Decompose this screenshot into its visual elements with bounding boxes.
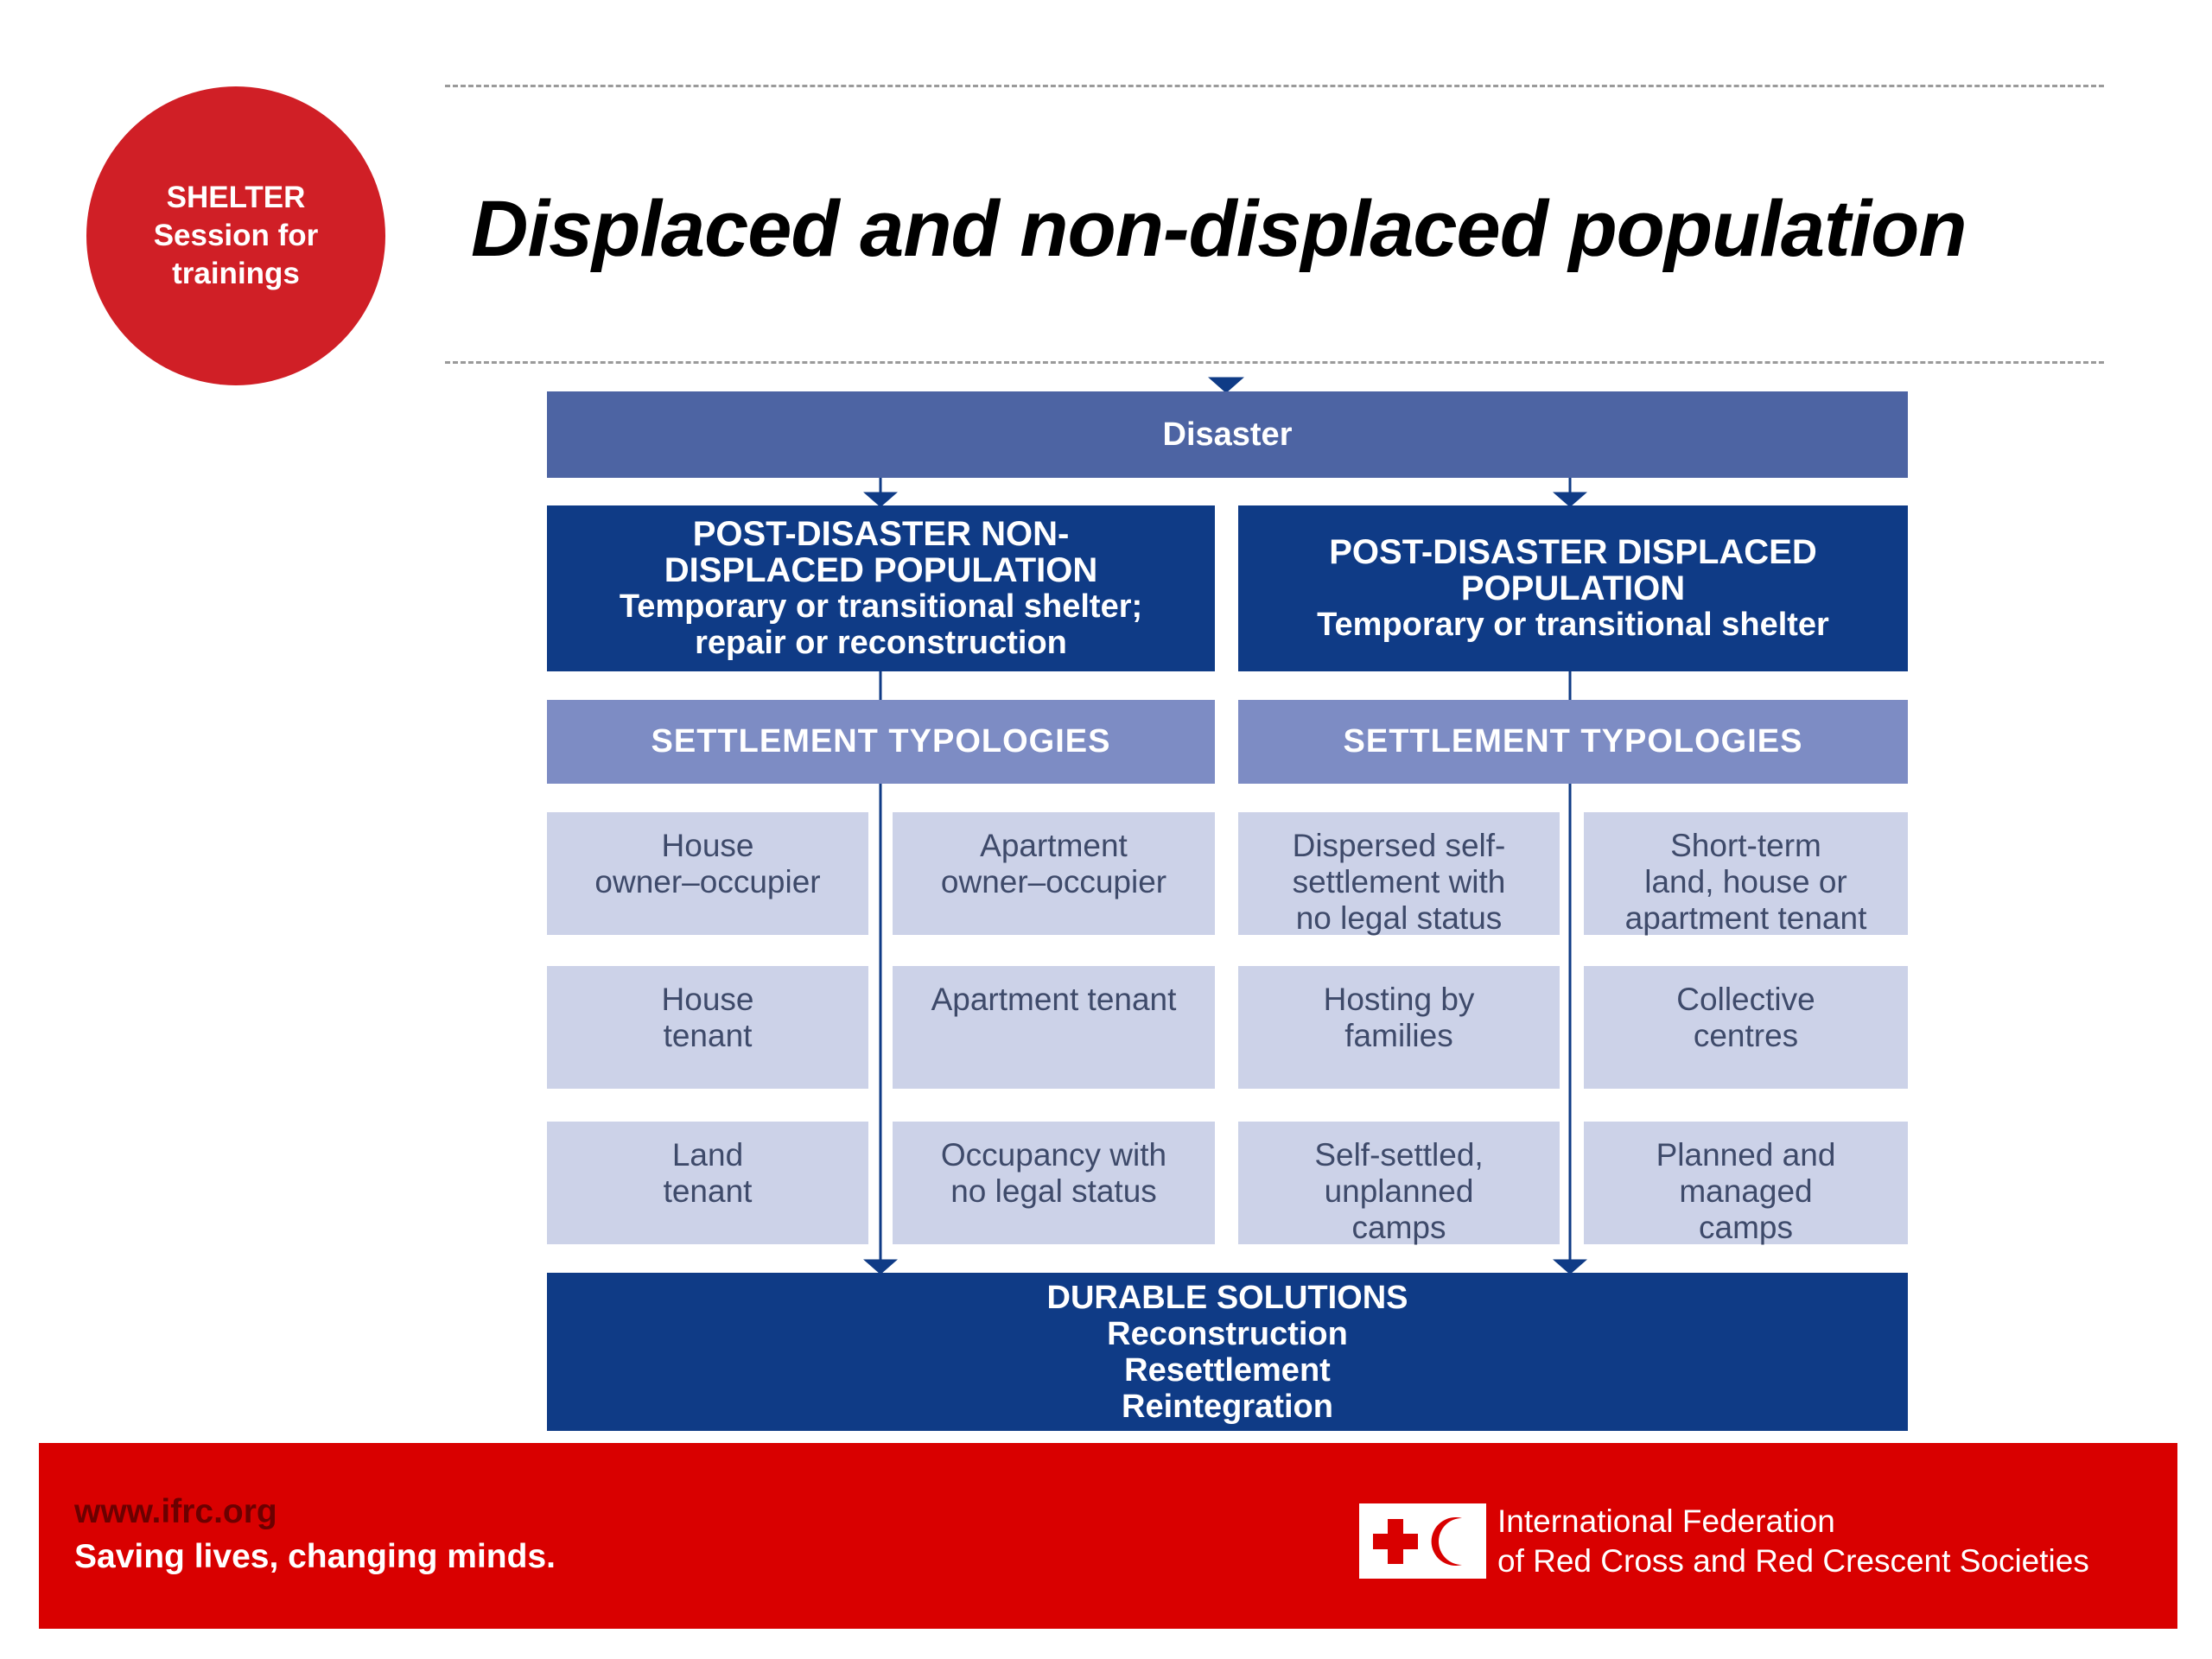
cell-line: Hosting by (1323, 982, 1475, 1017)
cell-line: tenant (663, 1018, 753, 1053)
badge-line-2: Session for (153, 219, 319, 252)
durable-heading: DURABLE SOLUTIONS (1046, 1279, 1408, 1316)
ifrc-logo (1359, 1503, 1486, 1579)
typology-cell: Dispersed self- settlement with no legal… (1238, 812, 1560, 936)
arrow-to-displaced (1553, 492, 1587, 507)
typology-cell: Self-settled, unplanned camps (1238, 1122, 1560, 1245)
cell-line: Land (671, 1137, 744, 1173)
arrow-left-to-durable (863, 1259, 898, 1274)
org-line-2: of Red Cross and Red Crescent Societies (1497, 1543, 2089, 1579)
settlement-typologies-right: SETTLEMENT TYPOLOGIES (1238, 700, 1908, 784)
cell-line: Dispersed self- (1292, 828, 1506, 863)
red-crescent-icon (1431, 1516, 1463, 1566)
displaced-heading-2: POPULATION (1460, 569, 1686, 607)
typology-cell: House tenant (547, 966, 868, 1089)
disaster-label: Disaster (1162, 416, 1293, 453)
top-divider (445, 85, 2104, 87)
typologies-right-label: SETTLEMENT TYPOLOGIES (1343, 723, 1803, 760)
cell-line: House (661, 982, 754, 1017)
badge-line-1: SHELTER (166, 181, 306, 214)
cell-line: managed (1679, 1173, 1813, 1209)
cell-line: House (661, 828, 754, 863)
cell-line: Collective (1676, 982, 1815, 1017)
cell-line: centres (1693, 1018, 1799, 1053)
org-line-1: International Federation (1497, 1503, 1835, 1539)
non-displaced-sub-2: repair or reconstruction (695, 625, 1067, 661)
displaced-heading-1: POST-DISASTER DISPLACED (1329, 533, 1817, 571)
cell-line: families (1344, 1018, 1453, 1053)
session-badge: SHELTER Session for trainings (86, 86, 385, 385)
arrow-to-non-displaced (863, 492, 898, 507)
cell-line: Occupancy with (940, 1137, 1167, 1173)
displaced-sub-1: Temporary or transitional shelter (1317, 607, 1829, 643)
durable-solutions-box: DURABLE SOLUTIONS Reconstruction Resettl… (547, 1273, 1908, 1431)
cell-line: no legal status (950, 1173, 1157, 1209)
typology-cell: Hosting by families (1238, 966, 1560, 1089)
typology-cell: Land tenant (547, 1122, 868, 1244)
cell-line: Apartment (980, 828, 1128, 863)
badge-line-3: trainings (172, 257, 300, 290)
typology-cell: House owner–occupier (547, 812, 868, 935)
cell-line: land, house or (1644, 864, 1847, 899)
typology-cell: Planned and managed camps (1584, 1122, 1908, 1245)
cell-line: settlement with (1292, 864, 1506, 899)
typology-cell: Occupancy with no legal status (893, 1122, 1215, 1244)
typologies-left-label: SETTLEMENT TYPOLOGIES (651, 723, 1111, 760)
durable-item: Reconstruction (1107, 1315, 1348, 1352)
settlement-typologies-left: SETTLEMENT TYPOLOGIES (547, 700, 1215, 784)
cell-line: tenant (663, 1173, 753, 1209)
typology-cell: Apartment owner–occupier (893, 812, 1215, 935)
footer-url: www.ifrc.org (74, 1493, 277, 1530)
typology-cell: Apartment tenant (893, 966, 1215, 1089)
non-displaced-heading-1: POST-DISASTER NON- (692, 515, 1070, 553)
cell-line: Planned and (1656, 1137, 1836, 1173)
footer-slogan: Saving lives, changing minds. (74, 1538, 556, 1575)
typology-cell: Short-term land, house or apartment tena… (1584, 812, 1908, 936)
cell-line: apartment tenant (1624, 900, 1867, 936)
displaced-population-box: POST-DISASTER DISPLACED POPULATION Tempo… (1238, 505, 1908, 671)
typology-cell: Collective centres (1584, 966, 1908, 1089)
cell-line: Apartment tenant (931, 982, 1177, 1017)
slide-title: Displaced and non-displaced population (471, 185, 1967, 273)
non-displaced-population-box: POST-DISASTER NON- DISPLACED POPULATION … (547, 505, 1215, 671)
durable-item: Resettlement (1124, 1351, 1331, 1389)
footer-bar (39, 1443, 2177, 1629)
non-displaced-sub-1: Temporary or transitional shelter; (619, 588, 1143, 625)
title-divider (445, 361, 2104, 364)
arrow-right-to-durable (1553, 1259, 1587, 1274)
non-displaced-heading-2: DISPLACED POPULATION (664, 551, 1098, 589)
disaster-box: Disaster (547, 391, 1908, 478)
arrow-into-disaster (1208, 377, 1244, 394)
cell-line: owner–occupier (594, 864, 821, 899)
red-cross-icon (1372, 1518, 1418, 1564)
cell-line: camps (1351, 1210, 1446, 1245)
cell-line: Short-term (1670, 828, 1821, 863)
durable-item: Reintegration (1122, 1388, 1333, 1425)
organization-name: International Federation of Red Cross an… (1497, 1502, 2089, 1581)
cell-line: Self-settled, (1314, 1137, 1484, 1173)
cell-line: camps (1699, 1210, 1793, 1245)
cell-line: owner–occupier (940, 864, 1167, 899)
cell-line: no legal status (1295, 900, 1503, 936)
cell-line: unplanned (1324, 1173, 1474, 1209)
